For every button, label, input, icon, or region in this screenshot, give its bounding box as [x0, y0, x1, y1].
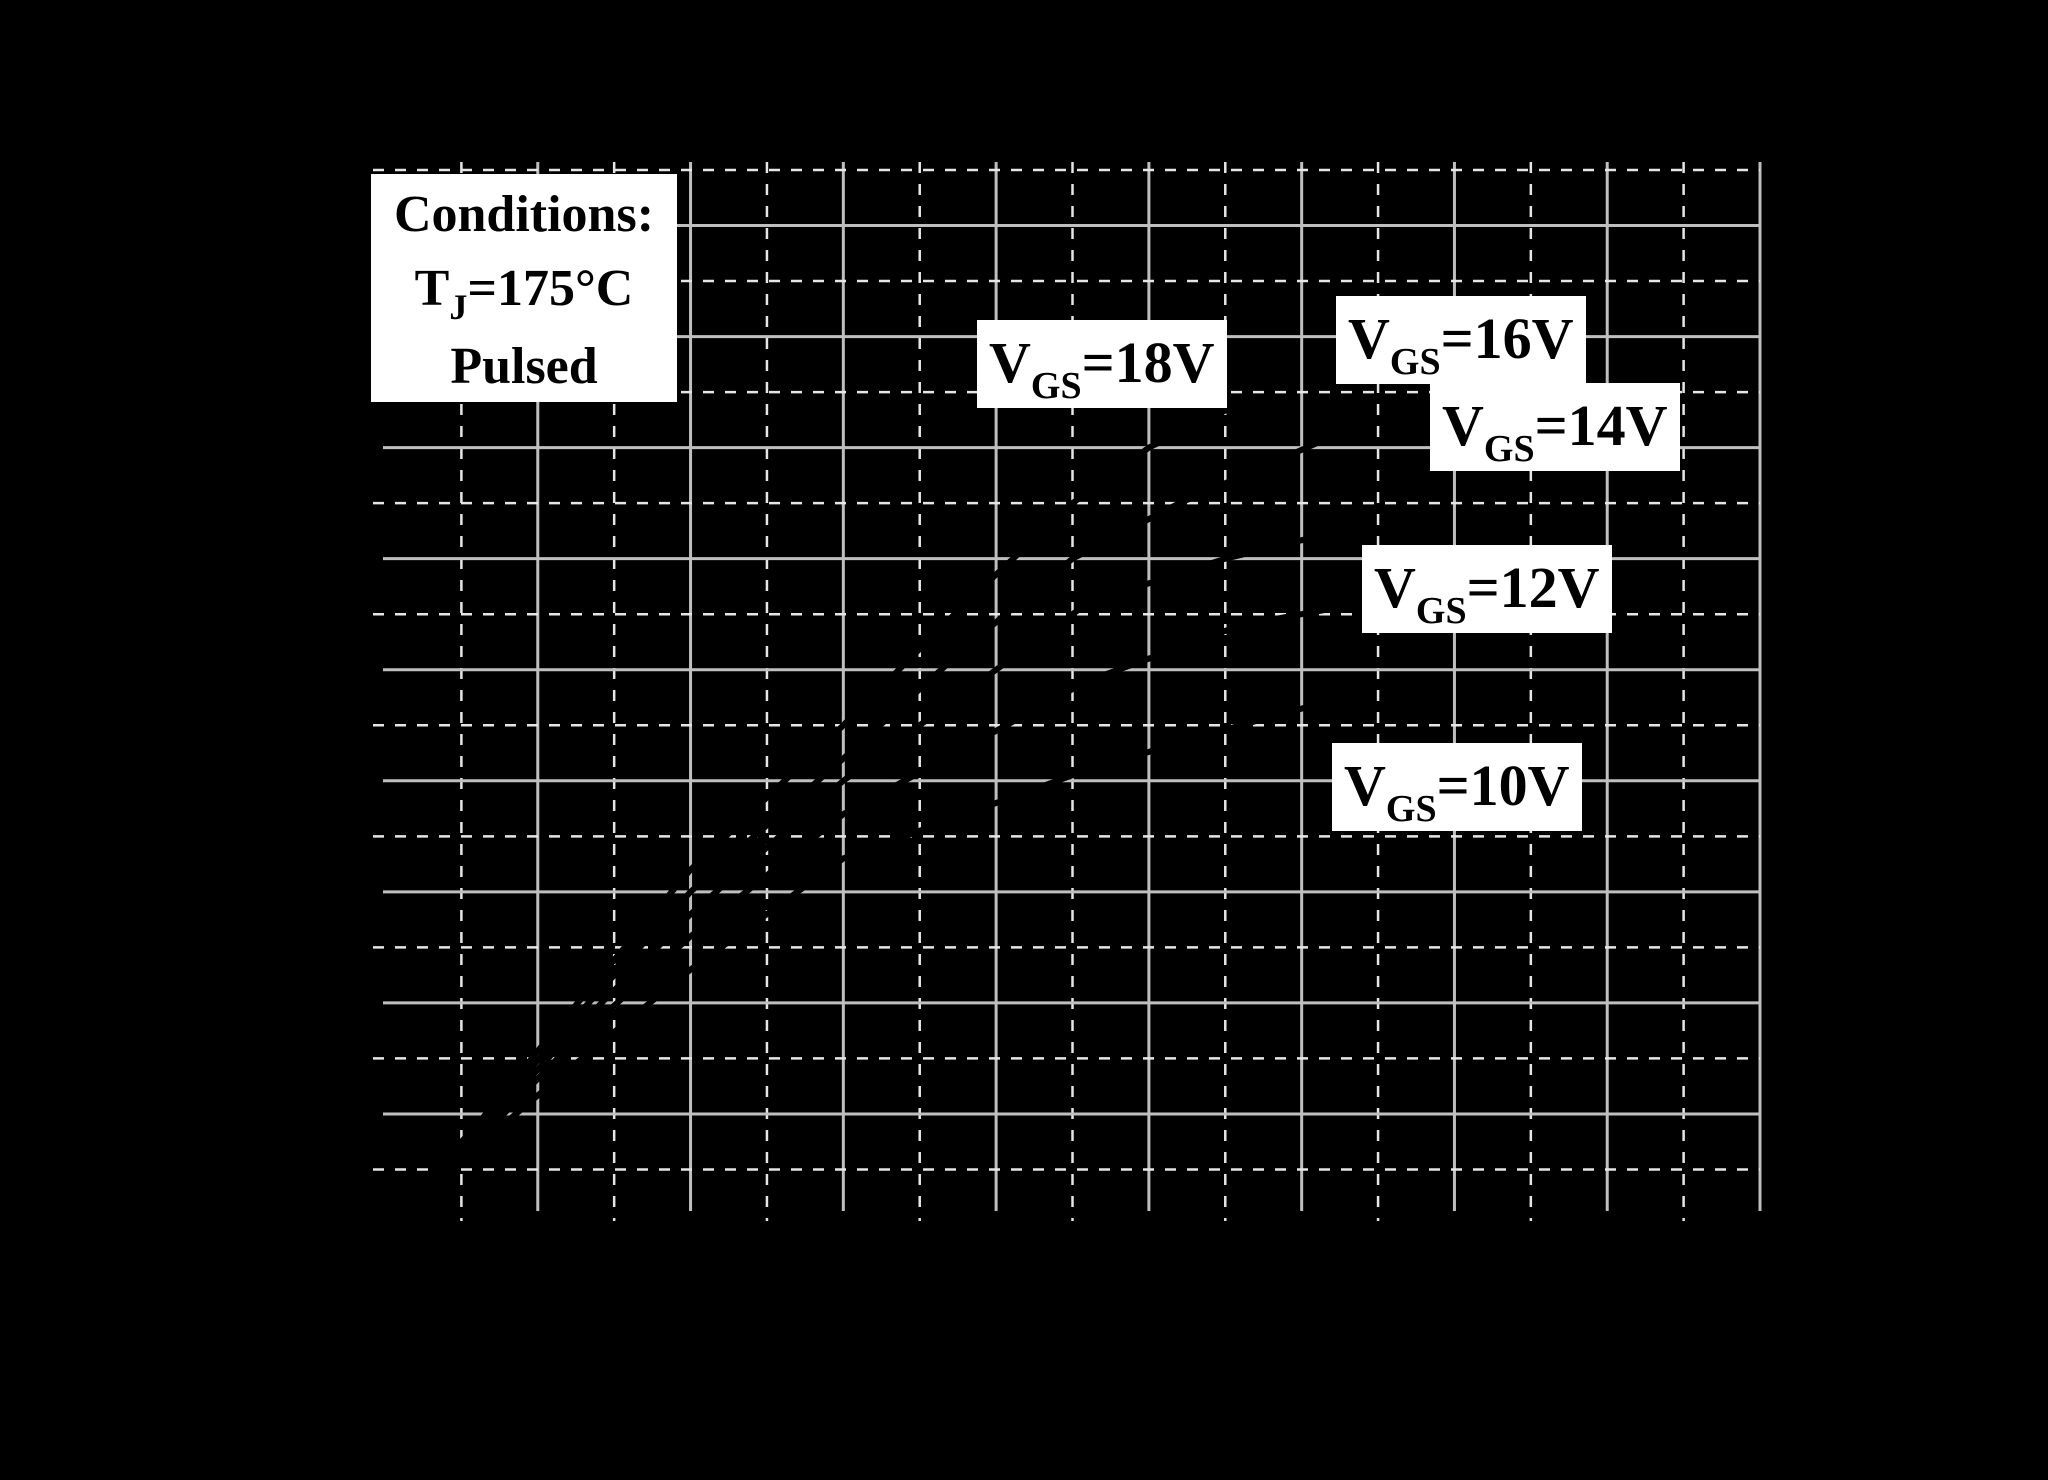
vgs-symbol: V: [1344, 753, 1386, 818]
vgs-value: =12V: [1466, 555, 1600, 620]
series-line-1: [382, 433, 1334, 1228]
series-line-4: [383, 689, 1364, 1228]
temp-symbol: T: [414, 260, 450, 317]
vgs-subscript: GS: [1030, 365, 1082, 407]
vgs-subscript: GS: [1389, 341, 1441, 383]
vgs-label-10v: VGS=10V: [1332, 743, 1582, 831]
vgs-label-12v: VGS=12V: [1362, 545, 1612, 633]
vgs-symbol: V: [989, 330, 1031, 395]
series-line-3: [382, 600, 1364, 1228]
series-line-0: [382, 400, 1242, 1228]
conditions-mode: Pulsed: [450, 338, 598, 395]
vgs-value: =14V: [1534, 393, 1668, 458]
vgs-value: =18V: [1081, 330, 1215, 395]
curves: [382, 400, 1364, 1228]
vgs-symbol: V: [1374, 555, 1416, 620]
vgs-label-14v: VGS=14V: [1430, 383, 1680, 471]
temp-subscript: J: [449, 287, 468, 327]
vgs-value: =16V: [1440, 306, 1574, 371]
conditions-temperature: TJ=175°C: [371, 252, 677, 330]
vgs-label-16v: VGS=16V: [1336, 296, 1586, 384]
conditions-box: Conditions: TJ=175°C Pulsed: [371, 174, 677, 402]
series-line-2: [382, 522, 1364, 1228]
conditions-title: Conditions:: [393, 186, 655, 243]
vgs-value: =10V: [1436, 753, 1570, 818]
vgs-subscript: GS: [1415, 590, 1467, 632]
vgs-label-18v: VGS=18V: [977, 320, 1227, 408]
vgs-symbol: V: [1348, 306, 1390, 371]
vgs-symbol: V: [1442, 393, 1484, 458]
vgs-subscript: GS: [1483, 428, 1535, 470]
temp-value: =175°C: [467, 260, 634, 317]
vgs-subscript: GS: [1385, 788, 1437, 830]
